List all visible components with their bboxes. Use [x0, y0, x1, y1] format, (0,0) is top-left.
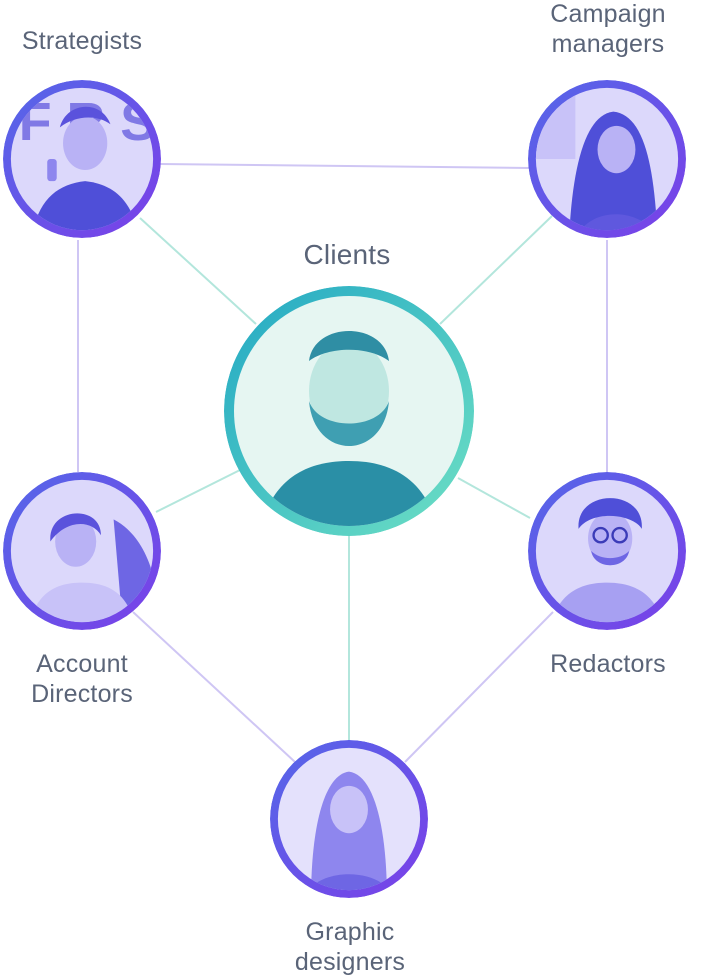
edge-clients-redactors: [457, 477, 531, 519]
label-campaign-line-1: Campaign: [550, 0, 666, 28]
avatar-graphic-designers: [270, 740, 428, 898]
label-clients: Clients: [247, 240, 447, 270]
avatar-campaign-managers: [528, 80, 686, 238]
avatar-account-directors: [3, 472, 161, 630]
edge-account-graphic: [132, 611, 296, 763]
edge-strategists-campaign: [159, 163, 531, 169]
label-account-line-2: Directors: [31, 680, 133, 708]
label-campaign-managers: Campaign managers: [510, 0, 706, 59]
label-redactors-line-1: Redactors: [550, 650, 666, 678]
label-clients-line-1: Clients: [303, 239, 391, 270]
label-strategists: Strategists: [0, 26, 164, 56]
label-graphic-line-1: Graphic: [305, 918, 395, 946]
label-account-directors: Account Directors: [0, 649, 164, 709]
avatar-redactors: [528, 472, 686, 630]
label-redactors: Redactors: [520, 649, 696, 679]
edge-clients-strategists: [139, 217, 257, 325]
label-campaign-line-2: managers: [551, 30, 665, 58]
label-graphic-designers: Graphic designers: [250, 917, 450, 977]
avatar-strategists: F R S: [3, 80, 161, 238]
avatar-clients: [224, 286, 474, 536]
label-account-line-1: Account: [36, 650, 128, 678]
label-strategists-line-1: Strategists: [21, 27, 143, 55]
edge-clients-account: [155, 469, 241, 513]
edge-redactors-graphic: [404, 611, 554, 763]
edge-clients-campaign: [439, 215, 553, 325]
label-graphic-line-2: designers: [294, 948, 406, 976]
